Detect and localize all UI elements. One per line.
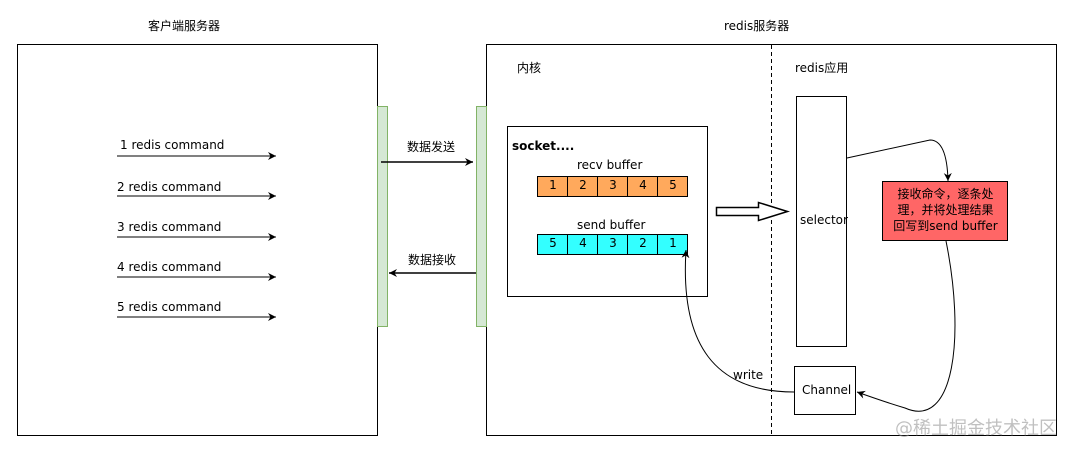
send-buffer-label: send buffer (577, 218, 646, 232)
recv-buffer (537, 176, 688, 197)
send-cell (657, 234, 688, 255)
send-buffer (537, 234, 688, 255)
recv-cell-value: 4 (639, 178, 647, 192)
receive-label: 数据接收 (408, 253, 457, 267)
command-label: 1 redis command (120, 138, 225, 152)
process-note-line: 理，并将处理结果 (897, 203, 994, 217)
recv-cell-value: 3 (609, 178, 617, 192)
recv-cell-value: 2 (579, 178, 587, 192)
selector-box (796, 96, 847, 347)
process-note-line: 接收命令，逐条处 (897, 187, 994, 201)
client-title: 客户端服务器 (148, 19, 221, 33)
command-label: 5 redis command (117, 300, 222, 314)
recv-cell (657, 176, 688, 197)
app-label: redis应用 (795, 61, 849, 75)
command-label: 4 redis command (117, 260, 222, 274)
hollow-arrow (715, 201, 791, 222)
socket-box (507, 126, 708, 297)
server-nic-bar (476, 106, 487, 327)
process-note-line: 回写到send buffer (893, 219, 998, 233)
kernel-label: 内核 (517, 61, 542, 75)
send-cell-value: 1 (669, 236, 677, 250)
selector-label: selector (800, 213, 848, 227)
send-cell-value: 2 (639, 236, 647, 250)
send-cell-value: 3 (609, 236, 617, 250)
socket-label: socket.... (512, 139, 575, 153)
selector-to-process-arrow (846, 139, 952, 182)
channel-box (794, 366, 856, 415)
write-label: write (733, 368, 764, 382)
client-nic-bar (377, 106, 388, 327)
command-arrows (117, 152, 276, 321)
write-arrow (681, 249, 795, 393)
client-server-box (17, 44, 378, 436)
recv-cell-value: 5 (669, 178, 677, 192)
send-label: 数据发送 (407, 140, 456, 154)
process-note-text: 接收命令，逐条处 理，并将处理结果 回写到send buffer (883, 186, 1008, 234)
channel-label: Channel (802, 383, 852, 397)
recv-buffer-label: recv buffer (577, 158, 643, 172)
send-cell-value: 5 (549, 236, 557, 250)
command-label: 2 redis command (117, 180, 222, 194)
send-cell-value: 4 (579, 236, 587, 250)
process-note-box (882, 181, 1008, 241)
recv-cell-value: 1 (549, 178, 557, 192)
redis-server-title: redis服务器 (724, 19, 790, 33)
watermark: @稀土掘金技术社区 (895, 418, 1057, 439)
process-to-channel-arrow (856, 240, 956, 412)
command-label: 3 redis command (117, 220, 222, 234)
